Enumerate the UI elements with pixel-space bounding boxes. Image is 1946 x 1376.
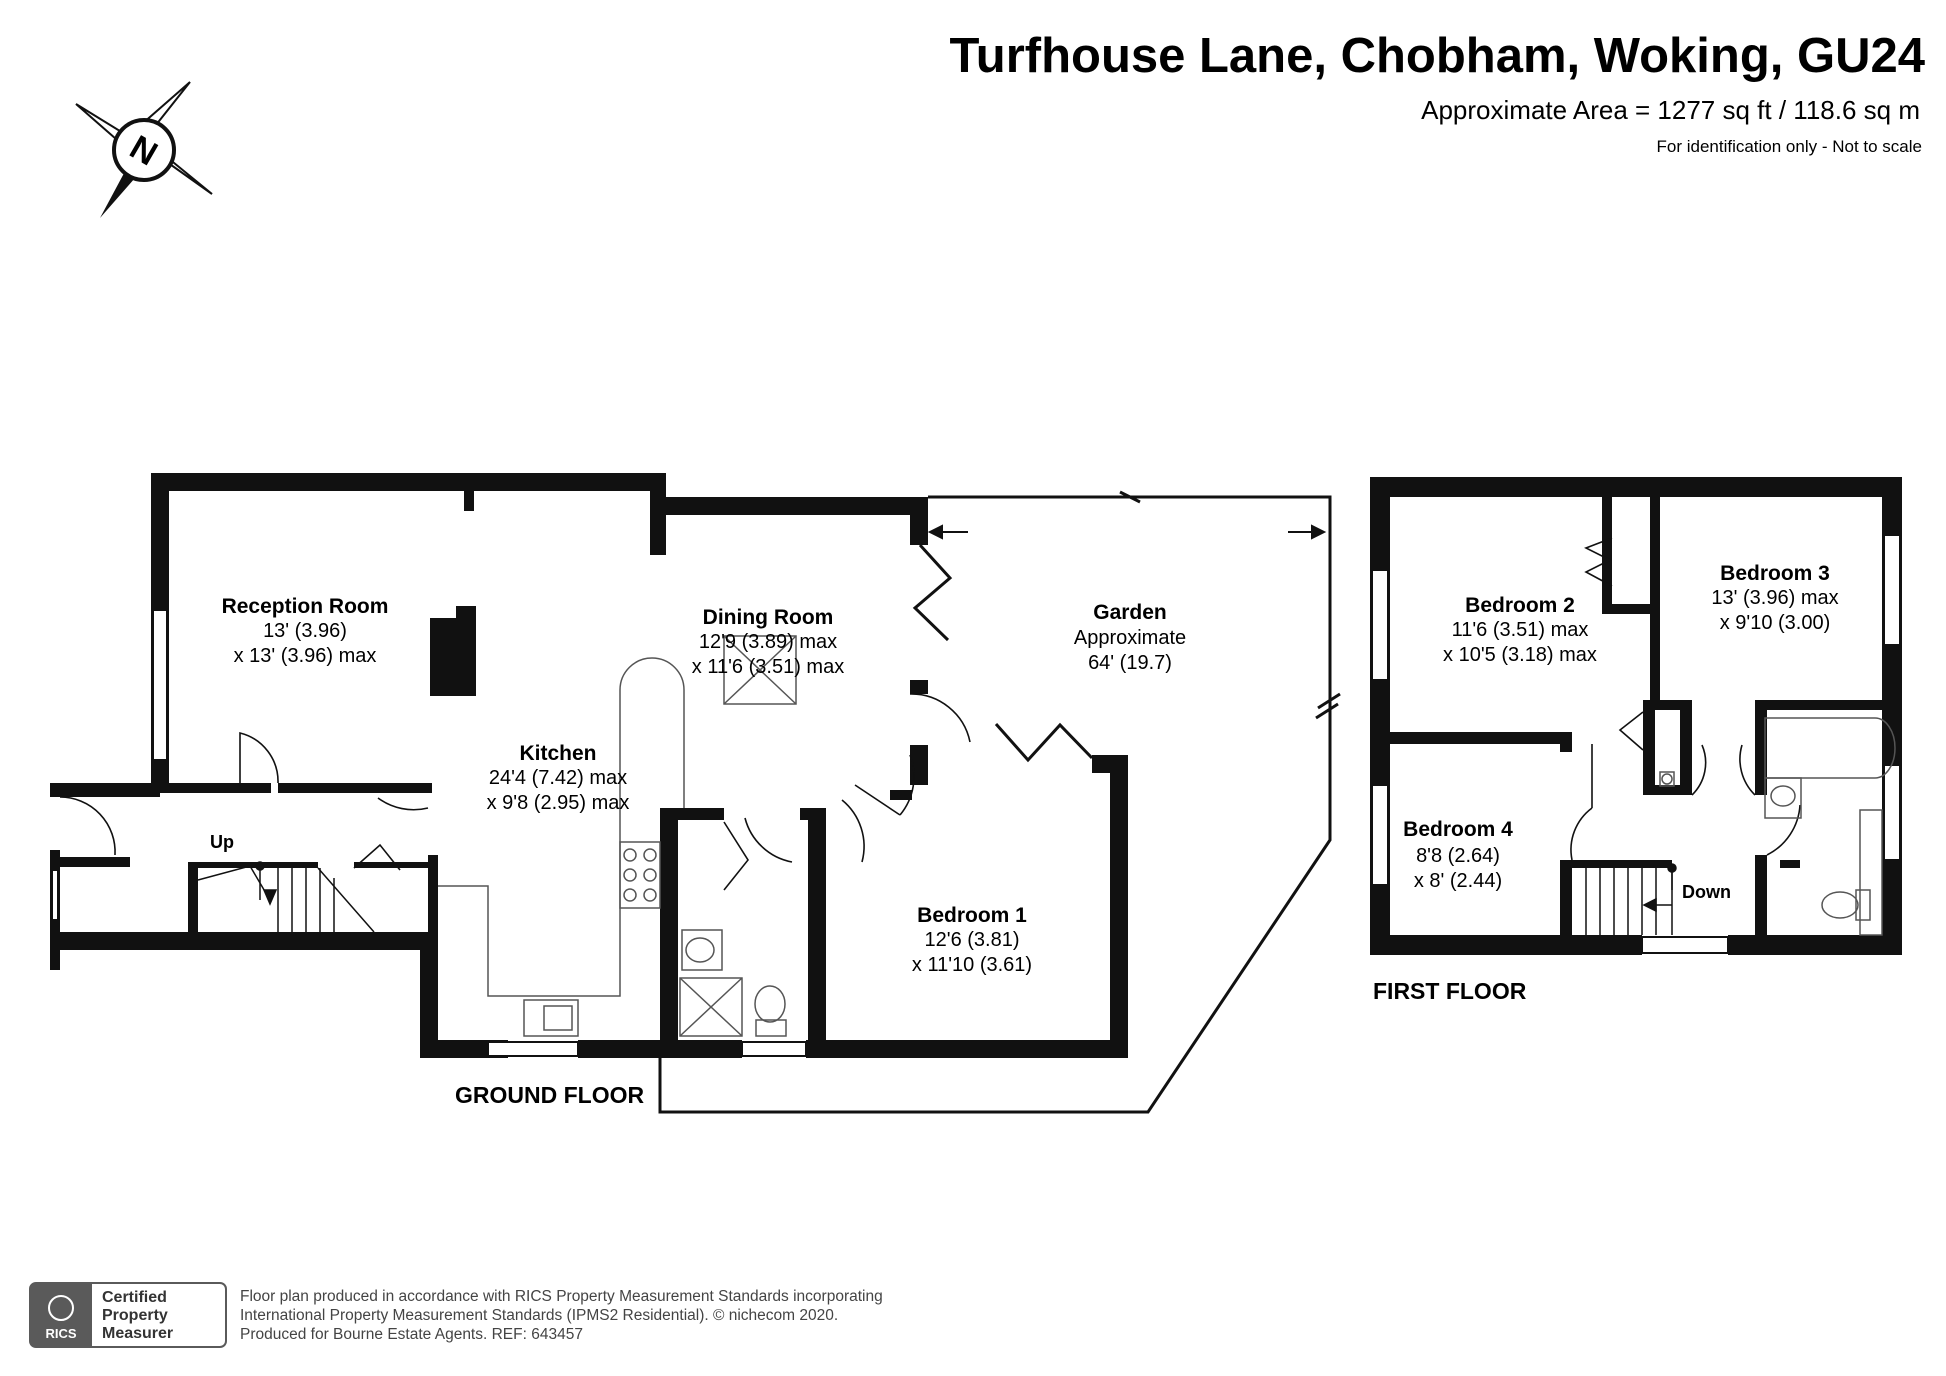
room-label-garden: Garden Approximate 64' (19.7)	[1074, 601, 1186, 674]
kitchen-counters	[438, 657, 685, 1037]
first-floor-windows	[1371, 534, 1901, 954]
room-dimension: 12'6 (3.81)	[925, 929, 1020, 951]
stairs-up-label: Up	[210, 832, 234, 852]
footer-line: Produced for Bourne Estate Agents. REF: …	[240, 1326, 583, 1343]
garden-outline	[658, 490, 1341, 1114]
room-dimension: x 11'10 (3.61)	[912, 954, 1032, 976]
room-label-bedroom-1: Bedroom 1 12'6 (3.81) x 11'10 (3.61)	[912, 904, 1032, 976]
room-dimension: 8'8 (2.64)	[1416, 845, 1500, 867]
first-floor-label: FIRST FLOOR	[1373, 978, 1527, 1004]
bifold-door	[912, 543, 1094, 763]
rics-logo-icon	[48, 1295, 74, 1321]
ground-floor-stairs	[197, 861, 375, 933]
room-dimension: 64' (19.7)	[1088, 652, 1172, 674]
ground-floor-windows	[51, 609, 807, 1057]
rics-wordmark: RICS	[45, 1326, 76, 1341]
room-dimension: x 11'6 (3.51) max	[692, 656, 844, 678]
room-dimension: 12'9 (3.89) max	[699, 631, 837, 653]
stairs-down-label: Down	[1682, 882, 1731, 902]
room-dimension: x 9'10 (3.00)	[1720, 612, 1831, 634]
badge-line: Property	[102, 1307, 168, 1324]
ground-floor-walls	[50, 473, 1128, 1058]
footer-line: International Property Measurement Stand…	[240, 1307, 838, 1324]
room-dimension: 11'6 (3.51) max	[1452, 619, 1589, 641]
badge-line: Certified	[102, 1289, 167, 1306]
room-name: Bedroom 4	[1403, 818, 1513, 841]
disclaimer: For identification only - Not to scale	[1656, 137, 1922, 156]
footer-line: Floor plan produced in accordance with R…	[240, 1288, 883, 1305]
room-dimension: x 13' (3.96) max	[234, 645, 377, 667]
room-dimension: Approximate	[1074, 627, 1186, 649]
room-dimension: 13' (3.96) max	[1711, 587, 1838, 609]
room-dimension: x 9'8 (2.95) max	[487, 792, 630, 814]
first-floor-fixtures	[1659, 717, 1896, 936]
first-floor-doors	[1570, 537, 1801, 861]
room-name: Bedroom 2	[1465, 594, 1575, 617]
room-dimension: x 8' (2.44)	[1414, 870, 1502, 892]
rics-badge: RICS Certified Property Measurer	[29, 1282, 227, 1348]
room-label-bedroom-3: Bedroom 3 13' (3.96) max x 9'10 (3.00)	[1711, 562, 1838, 634]
room-name: Dining Room	[703, 606, 834, 629]
room-name: Kitchen	[519, 742, 596, 765]
room-name: Reception Room	[222, 595, 389, 618]
garden-arrows	[927, 524, 1327, 540]
room-label-bedroom-4: Bedroom 4 8'8 (2.64) x 8' (2.44)	[1403, 818, 1513, 892]
room-label-dining-room: Dining Room 12'9 (3.89) max x 11'6 (3.51…	[692, 606, 844, 678]
room-label-kitchen: Kitchen 24'4 (7.42) max x 9'8 (2.95) max	[487, 742, 630, 814]
room-name: Bedroom 1	[917, 904, 1027, 927]
dining-table	[723, 635, 797, 705]
room-name: Bedroom 3	[1720, 562, 1830, 585]
approximate-area: Approximate Area = 1277 sq ft / 118.6 sq…	[1421, 95, 1920, 125]
badge-line: Measurer	[102, 1325, 173, 1342]
compass-icon: N	[75, 81, 213, 218]
room-dimension: 13' (3.96)	[263, 620, 347, 642]
room-dimension: x 10'5 (3.18) max	[1443, 644, 1597, 666]
room-name: Garden	[1093, 601, 1167, 624]
room-dimension: 24'4 (7.42) max	[489, 767, 627, 789]
first-floor-stairs	[1585, 863, 1677, 935]
room-label-reception-room: Reception Room 13' (3.96) x 13' (3.96) m…	[222, 595, 389, 667]
ground-floor-doors	[59, 693, 971, 891]
page-title: Turfhouse Lane, Chobham, Woking, GU24	[949, 29, 1925, 83]
ground-floor-label: GROUND FLOOR	[455, 1082, 644, 1108]
bathroom-fixtures	[679, 929, 787, 1037]
room-label-bedroom-2: Bedroom 2 11'6 (3.51) max x 10'5 (3.18) …	[1443, 594, 1597, 666]
